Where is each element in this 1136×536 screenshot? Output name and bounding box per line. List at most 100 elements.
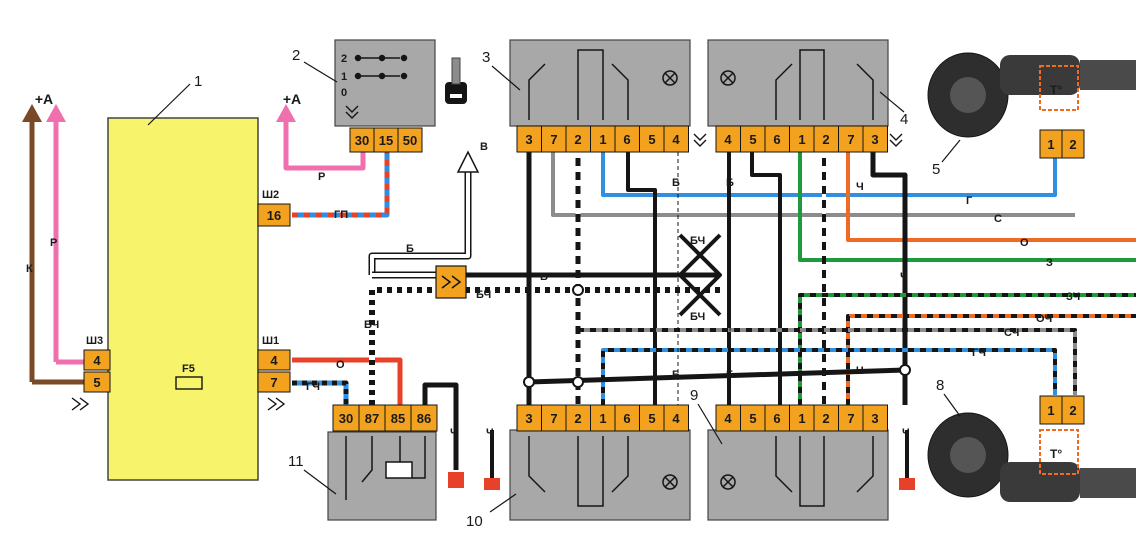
sw3-pin: 4 — [672, 132, 680, 147]
wire-label-ch-5: Ч — [486, 427, 494, 439]
relay — [327, 431, 437, 521]
connector-sh3-label: Ш3 — [86, 335, 103, 347]
wire-zch-stripe — [798, 293, 1136, 405]
sw4-pin: 4 — [724, 132, 732, 147]
wire-sch-stripe — [578, 328, 1077, 395]
sw10-pin: 6 — [623, 411, 630, 426]
sw4-pin: 3 — [871, 132, 878, 147]
ignition-switch — [334, 39, 436, 127]
sw3-pin: 1 — [599, 132, 606, 147]
connector-sh1-label: Ш1 — [262, 335, 279, 347]
wire-label-k: К — [26, 263, 33, 275]
connector-marks — [71, 105, 903, 411]
wire-gch-relay-stripe — [292, 380, 349, 405]
wire-label-gch-2: ГЧ — [972, 347, 986, 359]
wire-label-ch-2: Ч — [900, 271, 908, 283]
relay-pin: 30 — [339, 411, 353, 426]
motor-top: T° 1 2 — [927, 52, 1136, 159]
wire-label-s: С — [994, 213, 1002, 225]
wire-label-gch: ГЧ — [306, 381, 320, 393]
arrow-k — [22, 104, 42, 122]
wire-label-och: ОЧ — [1036, 313, 1052, 325]
wire-bch-87-stripe — [369, 287, 440, 405]
switch-top-left-contacts — [528, 49, 678, 120]
connector-sh2-label: Ш2 — [262, 189, 279, 201]
sw9-pin: 7 — [847, 411, 854, 426]
sw9-pin: 6 — [773, 411, 780, 426]
thermo-top: T° — [1050, 83, 1062, 97]
label-switch-bottom-left: 10 — [466, 513, 483, 530]
ign-pos: 0 — [341, 87, 347, 99]
fuse-label: F5 — [182, 363, 195, 375]
window-switch-top-left — [509, 39, 691, 127]
sw3-pin6-wire — [626, 152, 657, 405]
mounting-block — [107, 117, 259, 481]
sw4-pin: 7 — [847, 132, 854, 147]
relay-pin: 86 — [417, 411, 431, 426]
wire-o-relay — [292, 357, 403, 405]
wire-cross-2 — [678, 233, 722, 317]
sh3-pin: 4 — [93, 353, 101, 368]
out-label: В — [480, 141, 488, 153]
ign-pos: 2 — [341, 53, 347, 65]
wire-label-b-3: Б — [672, 177, 680, 189]
sw10-pin: 2 — [574, 411, 581, 426]
window-switch-bottom-left — [509, 429, 691, 521]
connector-sh2: 16 — [257, 203, 291, 227]
sw4-pin7-wire — [846, 152, 1136, 242]
ground-relay — [448, 472, 464, 488]
ignition-pins: 30 15 50 — [349, 127, 423, 153]
wire-label-ch-1: Ч — [856, 181, 864, 193]
fuse — [175, 376, 203, 390]
ign-pin: 15 — [379, 133, 393, 148]
window-switch-top-right — [707, 39, 889, 127]
label-switch-bottom-right: 9 — [690, 387, 698, 404]
label-motor-top: 5 — [932, 161, 940, 178]
switch-bottom-right-contacts — [720, 436, 874, 507]
sw10-pin: 1 — [599, 411, 606, 426]
sw3-pin: 3 — [525, 132, 532, 147]
wire-gp-stripe — [292, 152, 390, 218]
motor-bottom-pin: 2 — [1069, 403, 1076, 418]
wire-label-bch-2: БЧ — [476, 289, 491, 301]
switch-top-right-pins: 4 5 6 1 2 7 3 — [715, 125, 888, 153]
wire-bch-87 — [369, 287, 440, 405]
wire-labels: К Р Р ГП О ГЧ БЧ Б БЧ Б В Б Б БЧ БЧ Б Б … — [26, 141, 1080, 439]
supply-label-left: +A — [35, 91, 53, 107]
wire-gp — [292, 152, 390, 218]
sw4-pin3-wire — [870, 152, 908, 405]
sw4-pin5-wire — [750, 152, 782, 405]
sh1-pin: 4 — [270, 353, 278, 368]
ign-pin: 30 — [355, 133, 369, 148]
wire-label-o: О — [336, 359, 345, 371]
switch-top-left-pins: 3 7 2 1 6 5 4 — [516, 125, 689, 153]
wire-p-ignition — [283, 120, 366, 171]
wire-label-gp: ГП — [334, 209, 348, 221]
sw4-pin: 2 — [822, 132, 829, 147]
wire-label-ch-4: Ч — [450, 427, 458, 439]
wire-label-bch-1: БЧ — [364, 319, 379, 331]
ground-right — [899, 478, 915, 490]
sw9-pin: 1 — [798, 411, 805, 426]
label-motor-bottom: 8 — [936, 377, 944, 394]
wire-label-bch-4: БЧ — [690, 311, 705, 323]
wire-label-z: З — [1046, 257, 1053, 269]
label-block: 1 — [194, 73, 202, 90]
motor-top-pin: 2 — [1069, 137, 1076, 152]
motor-top-pin: 1 — [1047, 137, 1054, 152]
thermo-bottom: T° — [1050, 447, 1062, 461]
relay-internals — [345, 436, 426, 500]
wire-label-p2: Р — [318, 171, 325, 183]
wire-label-zch: ЗЧ — [1066, 291, 1080, 303]
sw3-pin: 5 — [648, 132, 655, 147]
connector-sh3: 4 5 — [83, 349, 111, 393]
sw3-pin: 2 — [574, 132, 581, 147]
arrow-out-b — [456, 150, 480, 173]
sw9-pin: 3 — [871, 411, 878, 426]
arrow-p-2 — [276, 104, 296, 122]
wire-label-sch: СЧ — [1004, 327, 1019, 339]
wire-label-b-6: Б — [726, 369, 734, 381]
sw3-pin1-wire — [601, 152, 1057, 197]
connector-sh1: 4 7 — [257, 349, 291, 393]
